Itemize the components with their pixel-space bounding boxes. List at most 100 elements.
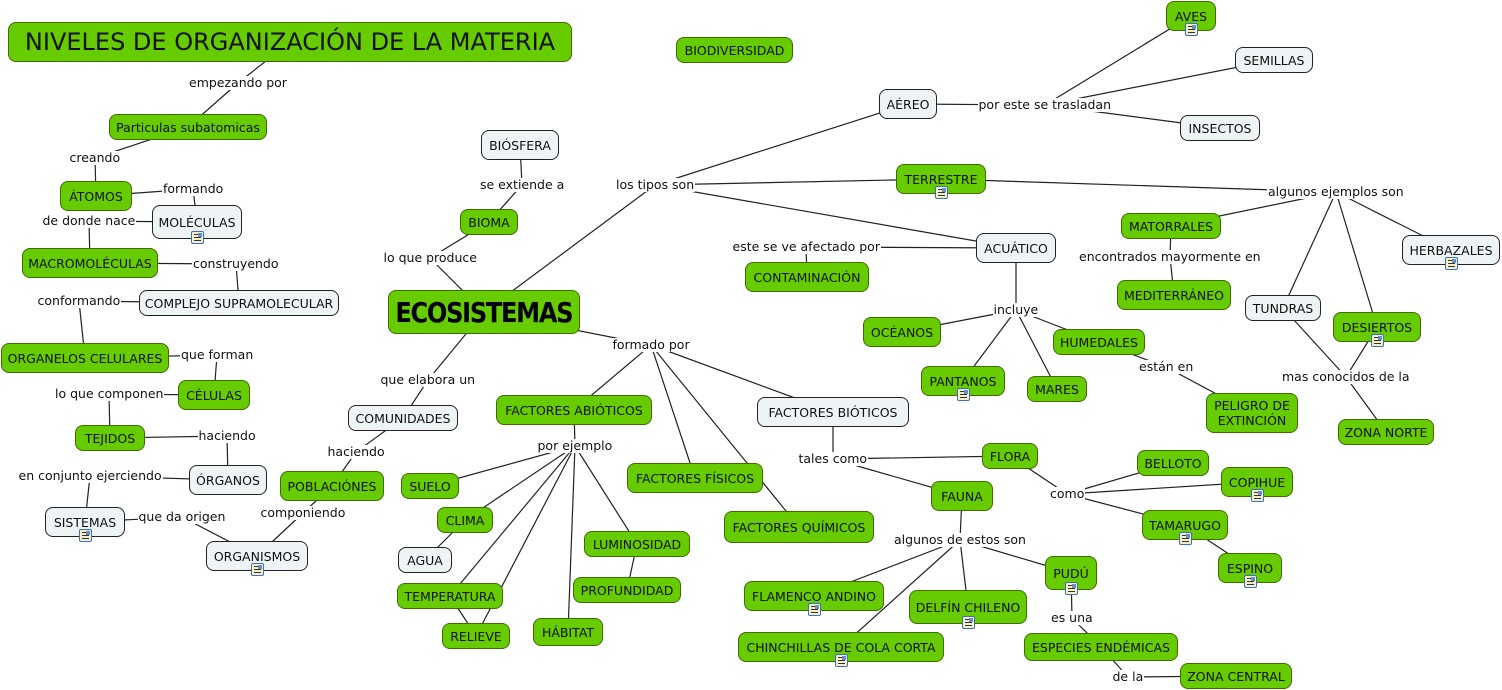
attached-image-resource-icon[interactable] [1244,575,1257,588]
concept-peligro[interactable]: PELIGRO DE EXTINCIÓN [1206,393,1298,433]
linking-phrase[interactable]: creando [68,150,122,165]
concept-profundidad[interactable]: PROFUNDIDAD [573,577,681,603]
linking-phrase[interactable]: como [1049,486,1086,501]
linking-phrase[interactable]: están en [1138,359,1195,374]
concept-tejidos[interactable]: TEJIDOS [75,425,145,451]
linking-phrase[interactable]: haciendo [197,428,257,443]
concept-biosfera[interactable]: BIÓSFERA [481,130,559,160]
concept-tundras[interactable]: TUNDRAS [1245,295,1321,321]
concept-label: HÁBITAT [541,624,595,640]
linking-phrase[interactable]: de la [1111,669,1145,684]
concept-organelos[interactable]: ORGANELOS CELULARES [1,343,169,373]
concept-oceanos[interactable]: OCÉANOS [863,317,941,347]
concept-abioticos[interactable]: FACTORES ABIÓTICOS [496,395,652,425]
linking-phrase[interactable]: formando [162,181,225,196]
concept-matorrales[interactable]: MATORRALES [1121,213,1221,239]
concept-suelo[interactable]: SUELO [401,473,459,499]
linking-phrase[interactable]: construyendo [192,256,280,271]
attached-image-resource-icon[interactable] [1185,23,1198,36]
attached-image-resource-icon[interactable] [251,563,264,576]
concept-ecosistemas[interactable]: ECOSISTEMAS [388,290,580,334]
linking-phrase[interactable]: de donde nace [41,213,137,228]
linking-phrase[interactable]: formado por [611,337,691,352]
concept-poblaciones[interactable]: POBLACIÓNES [280,471,384,501]
concept-label: NIVELES DE ORGANIZACIÓN DE LA MATERIA [24,27,556,56]
concept-label: BIOMA [468,214,510,230]
linking-phrase[interactable]: por ejemplo [536,438,614,453]
concept-aereo[interactable]: AÉREO [879,89,937,119]
concept-flora[interactable]: FLORA [982,443,1038,469]
concept-particulas[interactable]: Particulas subatomicas [109,114,267,140]
attached-image-resource-icon[interactable] [79,529,92,542]
linking-phrase[interactable]: componiendo [259,505,347,520]
attached-image-resource-icon[interactable] [835,654,848,667]
concept-zonanorte[interactable]: ZONA NORTE [1338,419,1434,445]
concept-acuatico[interactable]: ACUÁTICO [976,233,1056,263]
concept-habitat[interactable]: HÁBITAT [533,618,603,646]
linking-phrase[interactable]: lo que produce [382,250,478,265]
concept-organismos[interactable]: ORGANISMOS [206,541,308,571]
linking-phrase[interactable]: algunos de estos son [893,532,1027,547]
concept-humedales[interactable]: HUMEDALES [1053,329,1145,355]
concept-bioticos[interactable]: FACTORES BIÓTICOS [757,397,909,427]
attached-image-resource-icon[interactable] [1065,582,1078,595]
concept-organos[interactable]: ÓRGANOS [189,465,267,495]
linking-phrase[interactable]: tales como [797,451,869,466]
concept-label: CÉLULAS [186,387,242,403]
attached-image-resource-icon[interactable] [191,231,204,244]
concept-macro[interactable]: MACROMOLÉCULAS [22,248,158,278]
connector-line [840,539,961,648]
attached-image-resource-icon[interactable] [1251,489,1264,502]
concept-fauna[interactable]: FAUNA [931,481,993,511]
concept-mares[interactable]: MARES [1027,376,1087,402]
linking-phrase[interactable]: que elabora un [379,372,477,387]
linking-phrase[interactable]: este se ve afectado por [731,239,881,254]
linking-phrase[interactable]: haciendo [326,444,386,459]
concept-relieve[interactable]: RELIEVE [442,623,510,649]
concept-insectos[interactable]: INSECTOS [1180,115,1260,141]
linking-phrase[interactable]: empezando por [188,75,288,90]
concept-niveles[interactable]: NIVELES DE ORGANIZACIÓN DE LA MATERIA [8,22,572,62]
concept-belloto[interactable]: BELLOTO [1137,450,1209,476]
concept-label: TUNDRAS [1252,300,1314,316]
concept-biodiversidad[interactable]: BIODIVERSIDAD [676,37,793,63]
linking-phrase[interactable]: que forman [180,347,255,362]
concept-mediterraneo[interactable]: MEDITERRÁNEO [1117,280,1231,310]
concept-zonacentral[interactable]: ZONA CENTRAL [1180,663,1292,689]
concept-luminosidad[interactable]: LUMINOSIDAD [584,531,690,557]
concept-clima[interactable]: CLIMA [437,507,493,533]
linking-phrase[interactable]: por este se trasladan [977,97,1113,112]
connector-line [654,178,942,186]
attached-image-resource-icon[interactable] [957,388,970,401]
concept-atomos[interactable]: ÁTOMOS [60,181,132,211]
concept-semillas[interactable]: SEMILLAS [1235,47,1313,73]
linking-phrase[interactable]: encontrados mayormente en [1078,249,1262,264]
concept-endemicas[interactable]: ESPECIES ENDÉMICAS [1024,633,1178,661]
attached-image-resource-icon[interactable] [1445,257,1458,270]
linking-phrase[interactable]: que da origen [137,509,227,524]
concept-bioma[interactable]: BIOMA [460,209,518,235]
concept-agua[interactable]: AGUA [398,547,452,573]
linking-phrase[interactable]: es una [1050,610,1094,625]
concept-celulas[interactable]: CÉLULAS [178,380,250,410]
linking-phrase[interactable]: en conjunto ejerciendo [17,468,163,483]
attached-image-resource-icon[interactable] [962,616,975,629]
linking-phrase[interactable]: algunos ejemplos son [1267,184,1405,199]
linking-phrase[interactable]: los tipos son [615,177,696,192]
linking-phrase[interactable]: conformando [36,293,122,308]
linking-phrase[interactable]: incluye [992,302,1040,317]
attached-image-resource-icon[interactable] [935,186,948,199]
linking-phrase[interactable]: se extiende a [479,177,566,192]
concept-complejo[interactable]: COMPLEJO SUPRAMOLECULAR [139,290,339,316]
attached-image-resource-icon[interactable] [1371,334,1384,347]
concept-contaminacion[interactable]: CONTAMINACIÓN [745,262,869,292]
attached-image-resource-icon[interactable] [808,603,821,616]
attached-image-resource-icon[interactable] [1179,532,1192,545]
linking-phrase[interactable]: mas conocidos de la [1281,369,1411,384]
concept-comunidades[interactable]: COMUNIDADES [348,405,458,431]
concept-label: HUMEDALES [1060,334,1138,350]
concept-temperatura[interactable]: TEMPERATURA [397,583,503,609]
concept-fisicos[interactable]: FACTORES FÍSICOS [627,463,763,493]
concept-quimicos[interactable]: FACTORES QUÍMICOS [724,511,874,543]
linking-phrase[interactable]: lo que componen [54,386,165,401]
